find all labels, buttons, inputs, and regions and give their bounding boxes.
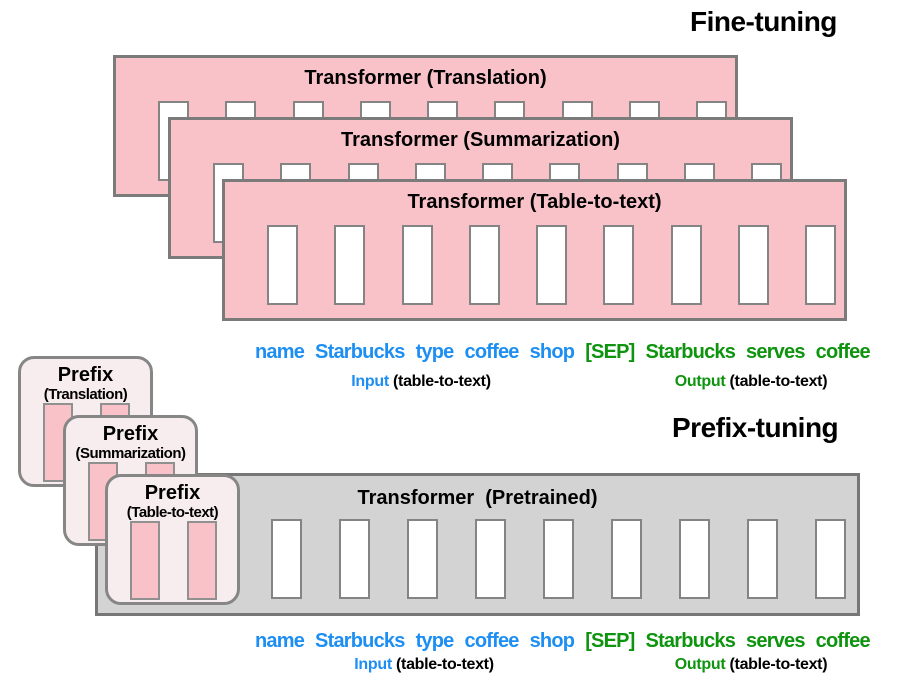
token-slot-row [271,519,846,599]
token-slot [543,519,574,599]
prefix-bar-row [130,521,217,600]
fine-tuning-title: Fine-tuning [690,6,837,37]
output-token: serves [746,341,805,363]
token-row-fine-tuning: name Starbucks type coffee shop [SEP] St… [255,341,871,364]
token-slot [267,225,298,305]
token-slot [401,225,433,305]
output-note: (table-to-text) [729,656,828,673]
token-slot [815,519,846,599]
token-slot-row [267,225,836,305]
token-slot [737,225,769,305]
output-caption-fine-tuning: Output (table-to-text) [675,373,828,391]
transformer-box-title: Transformer (Table-to-text) [407,191,662,213]
transformer-box-title: Transformer (Translation) [304,67,547,89]
prefix-box-subtitle: (Translation) [43,386,128,403]
prefix-box-title: Prefix [102,423,159,445]
output-token: coffee [815,341,871,363]
token-slot [611,519,642,599]
input-token: name [255,630,305,652]
token-slot [468,225,500,305]
transformer-box-title: Transformer (Summarization) [341,129,620,151]
transformer-box-title: Transformer (Pretrained) [357,487,598,509]
input-caption-fine-tuning: Input (table-to-text) [351,373,491,391]
output-token: Starbucks [645,630,736,652]
transformer-box-table-to-text: Transformer (Table-to-text) [222,179,847,321]
sep-token: [SEP] [585,341,635,363]
token-slot [670,225,702,305]
output-label: Output [674,373,726,390]
prefix-box-subtitle: (Table-to-text) [126,504,219,521]
input-label: Input [351,373,389,390]
input-token: coffee [464,630,520,652]
output-note: (table-to-text) [729,373,828,390]
token-slot [407,519,438,599]
prefix-box-title: Prefix [57,364,114,386]
output-caption-prefix-tuning: Output (table-to-text) [675,656,828,674]
prefix-box-subtitle: (Summarization) [75,445,186,462]
input-token: type [415,341,455,363]
token-slot [747,519,778,599]
input-token: type [415,630,455,652]
input-token: shop [529,341,575,363]
input-label: Input [354,656,392,673]
token-row-prefix-tuning: name Starbucks type coffee shop [SEP] St… [255,630,871,653]
output-label: Output [674,656,726,673]
input-token: name [255,341,305,363]
token-slot [679,519,710,599]
prefix-tuning-title: Prefix-tuning [672,412,839,443]
input-token: Starbucks [315,630,405,652]
token-slot [475,519,506,599]
token-slot [536,225,567,305]
token-slot [271,519,302,599]
input-token: shop [529,630,575,652]
output-token: serves [746,630,805,652]
input-token: coffee [464,341,520,363]
input-note: (table-to-text) [396,656,494,673]
output-token: Starbucks [645,341,736,363]
output-token: coffee [815,630,871,652]
sep-token: [SEP] [585,630,635,652]
input-note: (table-to-text) [393,373,491,390]
token-slot [603,225,635,305]
prefix-activation-bar [130,521,160,600]
input-caption-prefix-tuning: Input (table-to-text) [354,656,494,674]
prefix-box-table-to-text: Prefix (Table-to-text) [105,474,240,605]
token-slot [339,519,370,599]
token-slot [334,225,366,305]
input-token: Starbucks [315,341,405,363]
prefix-box-title: Prefix [144,482,201,504]
token-slot [805,225,836,305]
prefix-activation-bar [187,521,217,600]
